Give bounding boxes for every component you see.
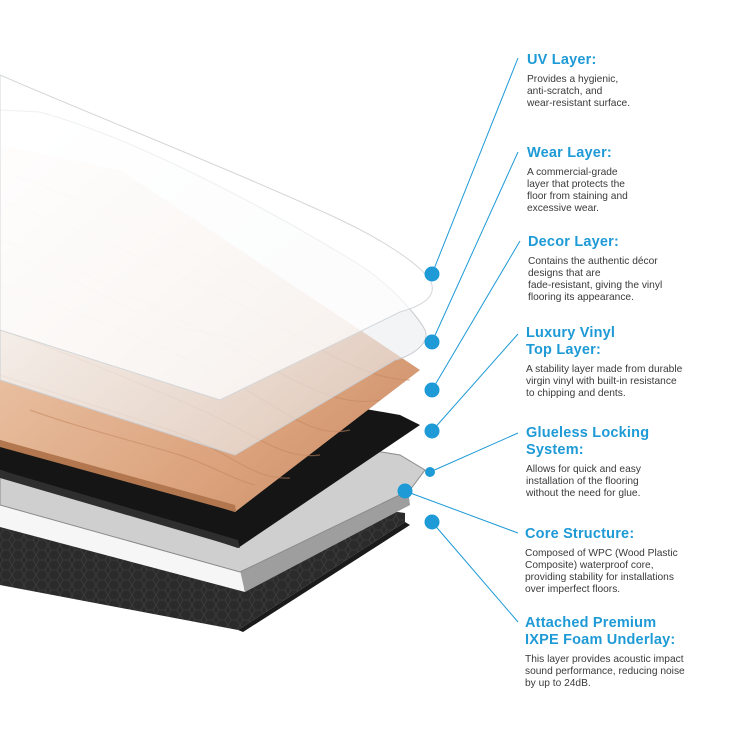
- glueless-locking-dot: [425, 467, 435, 477]
- luxury-vinyl-top-layer-dot: [424, 423, 440, 439]
- luxury-vinyl-top-layer-description: A stability layer made from durable virg…: [526, 364, 683, 400]
- wear-layer-description: A commercial-grade layer that protects t…: [527, 167, 628, 215]
- uv-layer-label: UV Layer: Provides a hygienic, anti-scra…: [527, 52, 727, 110]
- core-structure-dot: [397, 483, 413, 499]
- decor-layer-description: Contains the authentic décor designs tha…: [528, 256, 663, 304]
- uv-layer-title: UV Layer:: [527, 52, 597, 68]
- wear-layer-title: Wear Layer:: [527, 145, 612, 161]
- luxury-vinyl-top-edge: [0, 470, 240, 548]
- decor-layer-label: Decor Layer: Contains the authentic déco…: [528, 234, 728, 304]
- foam-underlay-title: Attached Premium IXPE Foam Underlay:: [525, 615, 676, 648]
- core-structure-description: Composed of WPC (Wood Plastic Composite)…: [525, 548, 678, 596]
- luxury-vinyl-top-layer-title: Luxury Vinyl Top Layer:: [526, 325, 616, 358]
- leader-lines: [404, 57, 521, 623]
- decor-layer-dot: [424, 382, 440, 398]
- foam-underlay-edge: [238, 522, 410, 632]
- glueless-locking-system-description: Allows for quick and easy installation o…: [526, 464, 641, 500]
- foam-underlay-description: This layer provides acoustic impact soun…: [525, 654, 685, 690]
- core-structure-side: [240, 490, 410, 592]
- uv-layer-film: [0, 74, 433, 401]
- glueless-locking-system-label: Glueless Locking System: Allows for quic…: [526, 425, 726, 500]
- decor-layer-title: Decor Layer:: [528, 234, 620, 250]
- pointer-dots: [397, 266, 440, 530]
- luxury-vinyl-top-layer-label: Luxury Vinyl Top Layer: A stability laye…: [526, 325, 736, 400]
- foam-underlay-dot: [424, 514, 440, 530]
- core-structure-edge: [0, 505, 245, 592]
- core-structure-title: Core Structure:: [525, 526, 635, 542]
- uv-layer-dot: [424, 266, 440, 282]
- core-structure-label: Core Structure: Composed of WPC (Wood Pl…: [525, 526, 735, 596]
- wear-layer-label: Wear Layer: A commercial-grade layer tha…: [527, 145, 727, 215]
- decor-layer-edge: [0, 440, 236, 512]
- foam-underlay-label: Attached Premium IXPE Foam Underlay: Thi…: [525, 615, 740, 690]
- uv-layer-description: Provides a hygienic, anti-scratch, and w…: [527, 74, 631, 110]
- wear-layer-dot: [424, 334, 440, 350]
- glueless-locking-system-title: Glueless Locking System:: [526, 425, 650, 458]
